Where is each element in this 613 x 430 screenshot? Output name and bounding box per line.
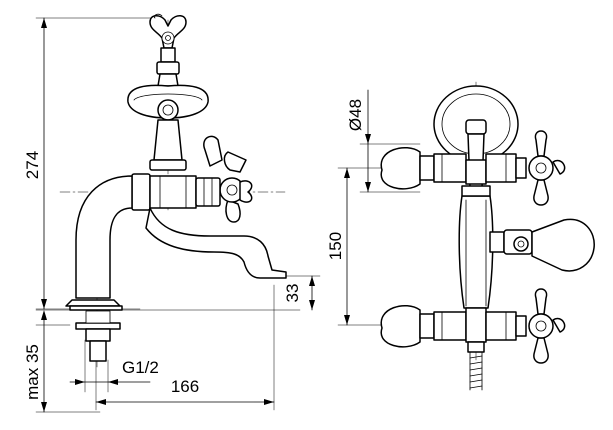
dim-150-label: 150 [326,232,345,260]
dim-max35-label: max 35 [23,344,42,400]
dim-166-label: 166 [171,377,199,396]
dim-thread-label: G1/2 [122,358,159,377]
dim-33-label: 33 [283,284,302,303]
dim-diameter-label: Ø48 [346,99,365,131]
front-view: Ø48 150 [326,81,595,391]
dim-274-label: 274 [23,151,42,179]
side-view: 274 max 35 33 G1/2 166 [23,13,321,413]
